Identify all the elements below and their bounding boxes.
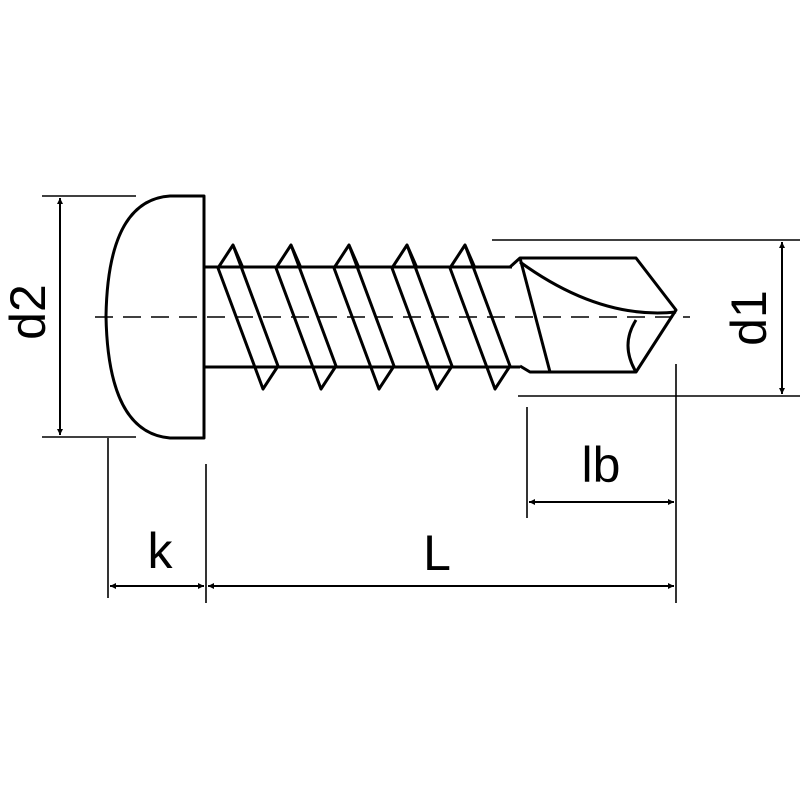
thread-5 bbox=[448, 243, 512, 391]
pan-head-outline bbox=[104, 194, 206, 440]
screw-head bbox=[104, 194, 206, 440]
thread-2 bbox=[274, 243, 338, 391]
screw-threads bbox=[216, 243, 512, 391]
k-label: k bbox=[148, 523, 174, 579]
lb-label: lb bbox=[582, 437, 621, 493]
thread-1 bbox=[216, 243, 280, 391]
dimension-lines bbox=[57, 198, 785, 589]
thread-3 bbox=[332, 243, 396, 391]
L-label: L bbox=[423, 525, 451, 581]
drill-flute-curve bbox=[519, 260, 677, 315]
drill-cutting-lip bbox=[626, 319, 638, 373]
d1-label: d1 bbox=[721, 290, 777, 346]
thread-4 bbox=[390, 243, 454, 391]
d2-label: d2 bbox=[0, 284, 56, 340]
drill-flute-edge bbox=[518, 257, 552, 373]
drill-point bbox=[508, 256, 678, 374]
extension-lines bbox=[42, 195, 800, 603]
